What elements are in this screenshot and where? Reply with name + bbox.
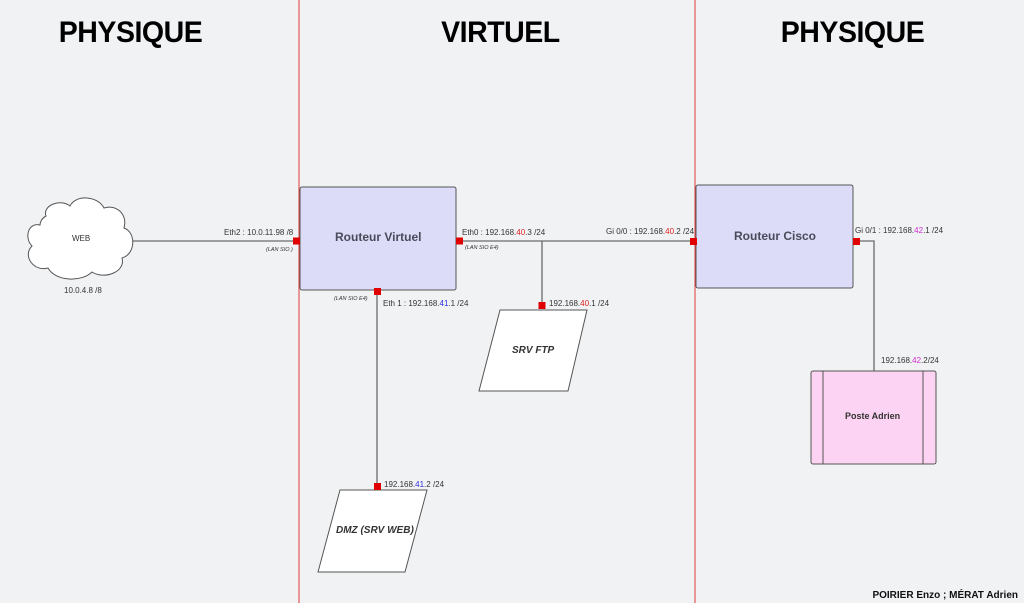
eth0-label: Eth0 : 192.168.40.3 /24	[462, 228, 545, 237]
eth0-subnet-highlight: 40	[516, 228, 526, 237]
ftp-ip-suffix: .1 /24	[589, 299, 610, 308]
routeur-cisco-box[interactable]	[695, 184, 854, 289]
port-gi00[interactable]	[690, 238, 697, 245]
gi00-label: Gi 0/0 : 192.168.40.2 /24	[606, 227, 694, 236]
gi00-prefix: Gi 0/0 : 192.168.	[606, 227, 666, 236]
eth1-suffix: .1 /24	[448, 299, 469, 308]
web-ip-label: 10.0.4.8 /8	[64, 286, 102, 295]
port-eth0[interactable]	[456, 237, 463, 245]
eth2-label: Eth2 : 10.0.11.98 /8	[224, 228, 294, 237]
eth1-prefix: Eth 1 : 192.168.	[383, 299, 440, 308]
eth2-sublabel: (LAN SIO )	[266, 247, 293, 253]
poste-adrien-label: Poste Adrien	[845, 411, 901, 421]
link-routeur-cisco-poste	[857, 240, 875, 371]
eth1-subnet-highlight: 41	[439, 299, 449, 308]
web-label: WEB	[72, 234, 91, 243]
gi01-label: Gi 0/1 : 192.168.42.1 /24	[855, 226, 943, 235]
ftp-subnet-highlight: 40	[580, 299, 590, 308]
poste-ip-label: 192.168.42.2/24	[881, 356, 939, 365]
dmz-ip-suffix: .2 /24	[424, 480, 445, 489]
eth0-sublabel: (LAN SIO E4)	[465, 245, 499, 251]
eth0-suffix: .3 /24	[525, 228, 546, 237]
gi01-prefix: Gi 0/1 : 192.168.	[855, 226, 915, 235]
eth1-label: Eth 1 : 192.168.41.1 /24	[383, 299, 468, 308]
web-cloud-icon	[27, 197, 134, 280]
eth0-prefix: Eth0 : 192.168.	[462, 228, 517, 237]
port-eth1[interactable]	[374, 288, 381, 295]
gi01-suffix: .1 /24	[923, 226, 944, 235]
ftp-ip-label: 192.168.40.1 /24	[549, 299, 609, 308]
poste-ip-prefix: 192.168.	[881, 356, 913, 365]
routeur-cisco-label: Routeur Cisco	[734, 229, 817, 243]
authors-footer: POIRIER Enzo ; MÉRAT Adrien	[872, 590, 1018, 601]
port-ftp[interactable]	[538, 302, 546, 309]
srv-ftp-shape[interactable]	[478, 309, 588, 392]
gi00-suffix: .2 /24	[674, 227, 695, 236]
gi00-subnet-highlight: 40	[665, 227, 675, 236]
srv-ftp-label: SRV FTP	[512, 345, 555, 356]
zone-title-physique-left: PHYSIQUE	[58, 16, 203, 49]
gi01-subnet-highlight: 42	[914, 226, 924, 235]
port-dmz[interactable]	[374, 483, 381, 490]
eth1-sublabel: (LAN SIO E4)	[334, 296, 368, 302]
port-eth2[interactable]	[293, 237, 300, 245]
poste-subnet-highlight: 42	[912, 356, 922, 365]
dmz-subnet-highlight: 41	[415, 480, 425, 489]
routeur-virtuel-label: Routeur Virtuel	[335, 230, 422, 244]
dmz-ip-label: 192.168.41.2 /24	[384, 480, 444, 489]
ftp-ip-prefix: 192.168.	[549, 299, 581, 308]
port-gi01[interactable]	[853, 238, 860, 245]
zone-title-physique-right: PHYSIQUE	[780, 16, 925, 49]
dmz-label: DMZ (SRV WEB)	[336, 525, 414, 536]
zone-title-virtuel: VIRTUEL	[441, 16, 560, 49]
poste-adrien-box[interactable]	[810, 370, 937, 465]
dmz-ip-prefix: 192.168.	[384, 480, 416, 489]
dmz-shape[interactable]	[317, 489, 428, 573]
poste-ip-suffix: .2/24	[921, 356, 939, 365]
